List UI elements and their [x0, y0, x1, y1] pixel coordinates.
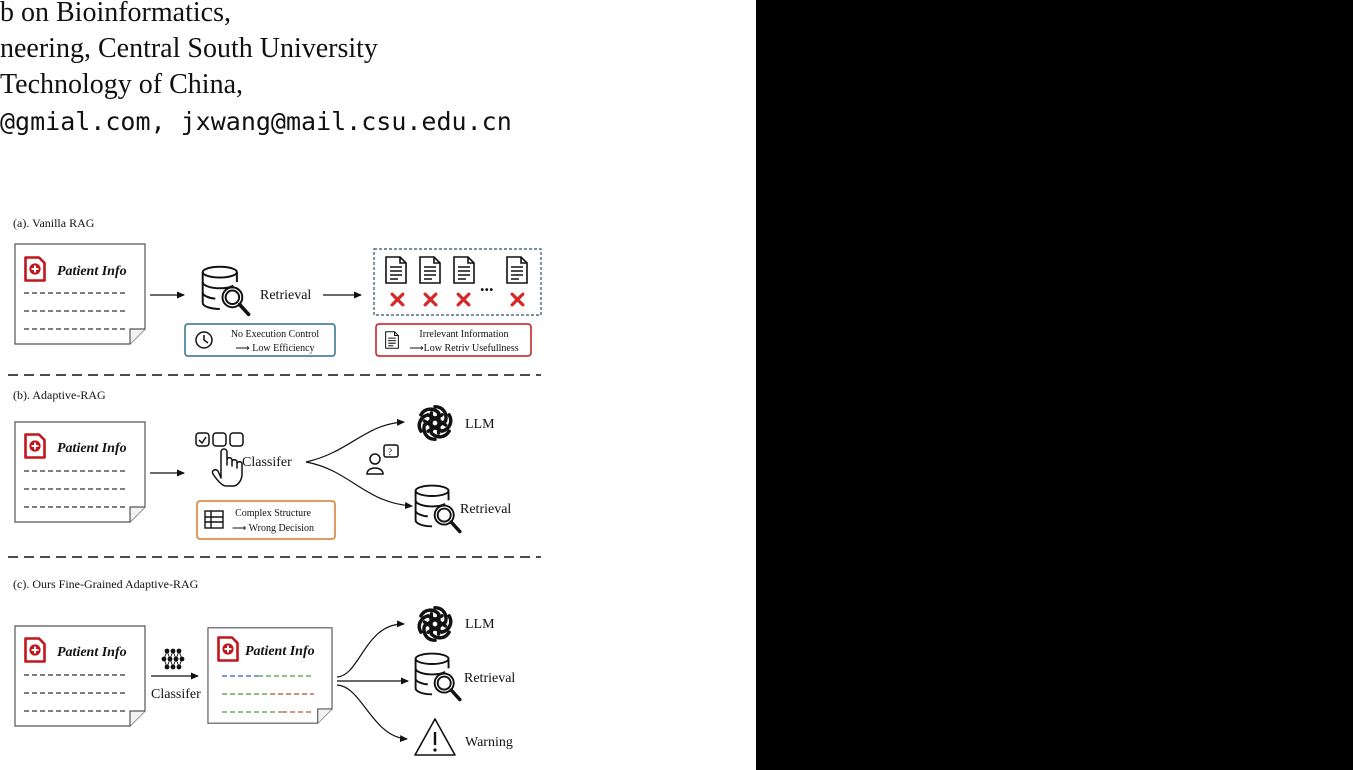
document-icon — [419, 256, 441, 284]
ellipsis: ... — [480, 275, 494, 295]
retrieved-documents-box — [373, 248, 542, 316]
retrieval-label: Retrieval — [460, 502, 511, 517]
question-mark: ? — [388, 447, 392, 457]
openai-logo-icon — [413, 403, 457, 443]
panel-b: (b). Adaptive-RAG Patient Info Classifer… — [13, 388, 511, 540]
arrow-to-llm — [305, 418, 405, 463]
note-efficiency-line1: No Execution Control — [231, 329, 320, 340]
arrow-to-warning — [336, 684, 408, 743]
black-background-panel — [756, 0, 1353, 770]
note-box-usefulness — [375, 323, 532, 357]
red-x-icon — [510, 292, 525, 307]
arrow-to-retrieval — [305, 461, 413, 510]
document-placeholder-lines — [24, 470, 128, 508]
note-usefulness-line2: ⟶Low Retriv Usefullness — [409, 343, 518, 354]
document-placeholder-lines — [24, 292, 128, 330]
note-wrong-decision-line1: Complex Structure — [235, 508, 311, 519]
patient-info-label: Patient Info — [57, 441, 127, 456]
header-affiliation-line3: Technology of China, — [0, 69, 243, 100]
patient-info-label: Patient Info — [245, 644, 315, 659]
medical-document-icon — [24, 637, 46, 663]
note-box-wrong-decision — [196, 500, 336, 540]
document-placeholder-lines — [24, 674, 128, 712]
panel-b-title: (b). Adaptive-RAG — [13, 388, 106, 402]
patient-info-label: Patient Info — [57, 645, 127, 660]
header-affiliation-line1: b on Bioinformatics, — [0, 0, 231, 28]
panel-c: (c). Ours Fine-Grained Adaptive-RAG Pati… — [13, 577, 515, 756]
note-wrong-decision-line2: ⟶ Wrong Decision — [232, 523, 314, 534]
database-search-icon — [413, 483, 462, 534]
classified-segment-lines — [222, 675, 314, 713]
medical-document-icon — [24, 256, 46, 282]
document-icon — [385, 256, 407, 284]
panel-a: (a). Vanilla RAG Patient Info Retrieval … — [13, 216, 542, 357]
document-icon — [453, 256, 475, 284]
red-x-icon — [456, 292, 471, 307]
retrieval-label: Retrieval — [464, 671, 515, 686]
openai-logo-icon — [413, 604, 457, 644]
table-icon — [204, 510, 224, 529]
red-x-icon — [390, 292, 405, 307]
clock-icon — [195, 331, 213, 349]
warning-label: Warning — [465, 735, 513, 750]
llm-label: LLM — [465, 417, 495, 432]
panel-c-title: (c). Ours Fine-Grained Adaptive-RAG — [13, 577, 199, 591]
retrieval-label: Retrieval — [260, 288, 311, 303]
warning-icon — [414, 718, 456, 756]
classifier-label: Classifer — [151, 687, 201, 702]
arrow-to-llm — [336, 620, 405, 678]
figure: (a). Vanilla RAG Patient Info Retrieval … — [8, 216, 542, 756]
document-icon — [506, 256, 528, 284]
patient-info-label: Patient Info — [57, 264, 127, 279]
hand-pointer-icon — [211, 448, 243, 487]
panel-a-title: (a). Vanilla RAG — [13, 216, 95, 230]
classifier-label: Classifer — [242, 455, 292, 470]
medical-document-icon — [24, 433, 46, 459]
header-affiliation-line2: neering, Central South University — [0, 33, 378, 64]
neural-network-icon — [161, 648, 185, 670]
medical-document-icon — [217, 636, 239, 662]
user-question-icon — [366, 444, 399, 475]
database-search-icon — [200, 264, 251, 317]
llm-label: LLM — [465, 617, 495, 632]
header-emails: @gmial.com, jxwang@mail.csu.edu.cn — [0, 107, 512, 136]
red-x-icon — [423, 292, 438, 307]
note-box-efficiency — [184, 323, 336, 357]
note-usefulness-line1: Irrelevant Information — [419, 329, 508, 340]
option-boxes-icon — [195, 432, 244, 447]
note-efficiency-line2: ⟶ Low Efficiency — [235, 343, 314, 354]
database-search-icon — [413, 651, 462, 702]
